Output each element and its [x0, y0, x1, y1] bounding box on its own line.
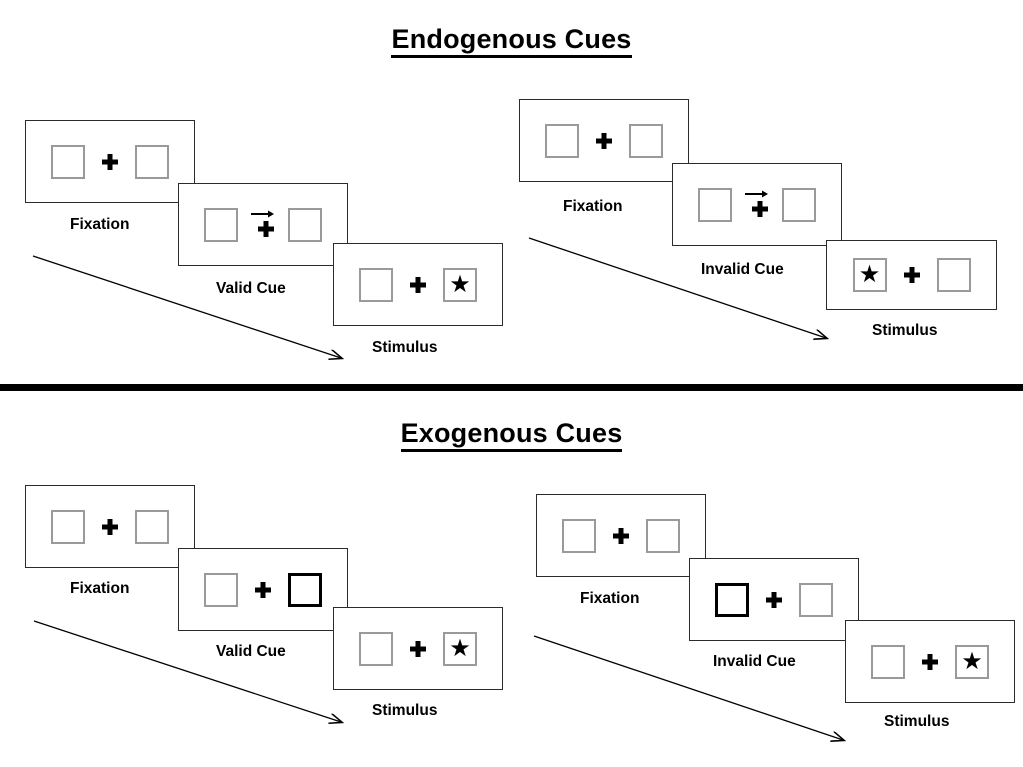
fixation-cross-icon: [97, 152, 123, 172]
stimulus-box-right: [936, 258, 971, 292]
panel-caption-exogenous-invalid-cue: Invalid Cue: [713, 653, 796, 670]
fixation-cross-icon: [405, 639, 431, 659]
fixation-cross-icon: [761, 590, 787, 610]
panel-endogenous-valid-cue: [178, 183, 348, 266]
fixation-cross-icon: [253, 219, 279, 239]
section-title-exogenous-text: Exogenous Cues: [400, 418, 623, 452]
panel-caption-endogenous-invalid-cue: Invalid Cue: [701, 261, 784, 278]
stimulus-box-right: [646, 518, 680, 553]
panel-exogenous-invalid-cue: [689, 558, 859, 641]
panel-exogenous-valid-stimulus: ★: [333, 607, 503, 690]
stimulus-box-right: ★: [443, 631, 477, 666]
timeline-arrow-exogenous-invalid: [533, 635, 843, 740]
panel-caption-exogenous-valid-stimulus: Stimulus: [372, 702, 438, 719]
panel-endogenous-valid-stimulus: ★: [333, 243, 503, 326]
stimulus-box-left-cued: [715, 582, 749, 617]
target-star-icon: ★: [449, 270, 471, 298]
panel-caption-exogenous-invalid-fixation: Fixation: [580, 590, 640, 607]
stimulus-box-left: [51, 144, 85, 179]
panel-endogenous-valid-fixation: [25, 120, 195, 203]
stimulus-box-left: [204, 572, 238, 607]
panel-exogenous-valid-cue: [178, 548, 348, 631]
panel-exogenous-valid-fixation: [25, 485, 195, 568]
target-star-icon: ★: [961, 647, 983, 675]
panel-caption-endogenous-invalid-fixation: Fixation: [563, 198, 623, 215]
panel-exogenous-invalid-stimulus: ★: [845, 620, 1015, 703]
stimulus-box-right: [288, 207, 322, 242]
stimulus-box-right: [799, 582, 833, 617]
panel-caption-exogenous-valid-fixation: Fixation: [70, 580, 130, 597]
fixation-cross-icon: [747, 199, 773, 219]
fixation-cross-icon: [250, 580, 276, 600]
target-star-icon: ★: [858, 261, 881, 288]
stimulus-box-left: [562, 518, 596, 553]
panel-endogenous-invalid-fixation: [519, 99, 689, 182]
fixation-cross-icon: [405, 275, 431, 295]
section-title-endogenous: Endogenous Cues: [0, 24, 1023, 58]
panel-caption-endogenous-valid-cue: Valid Cue: [216, 280, 286, 297]
stimulus-box-right: [629, 123, 663, 158]
stimulus-box-left: [359, 631, 393, 666]
panel-exogenous-invalid-fixation: [536, 494, 706, 577]
section-divider: [0, 384, 1023, 391]
section-title-exogenous: Exogenous Cues: [0, 418, 1023, 452]
timeline-arrow-exogenous-valid: [33, 620, 341, 722]
stimulus-box-right: ★: [955, 644, 989, 679]
stimulus-box-left: [545, 123, 579, 158]
stimulus-box-right: [135, 509, 169, 544]
stimulus-box-left: [204, 207, 238, 242]
stimulus-box-left: ★: [852, 258, 887, 292]
stimulus-box-left: [51, 509, 85, 544]
target-star-icon: ★: [449, 634, 471, 662]
stimulus-box-left: [871, 644, 905, 679]
panel-endogenous-invalid-cue: [672, 163, 842, 246]
stimulus-box-right-cued: [288, 572, 322, 607]
fixation-cross-icon: [97, 517, 123, 537]
panel-caption-endogenous-valid-stimulus: Stimulus: [372, 339, 438, 356]
fixation-cross-icon: [591, 131, 617, 151]
panel-caption-endogenous-valid-fixation: Fixation: [70, 216, 130, 233]
stimulus-box-right: [782, 187, 816, 222]
cue-right-arrow-icon: [744, 189, 770, 199]
timeline-arrow-endogenous-invalid: [528, 237, 826, 338]
section-title-endogenous-text: Endogenous Cues: [391, 24, 632, 58]
timeline-arrow-endogenous-valid: [32, 255, 341, 358]
fixation-cross-icon: [917, 652, 943, 672]
fixation-cross-icon: [899, 265, 925, 285]
stimulus-box-left: [359, 267, 393, 302]
stimulus-box-right: ★: [443, 267, 477, 302]
panel-caption-endogenous-invalid-stimulus: Stimulus: [872, 322, 938, 339]
panel-caption-exogenous-invalid-stimulus: Stimulus: [884, 713, 950, 730]
stimulus-box-left: [698, 187, 732, 222]
cue-right-arrow-icon: [250, 209, 276, 219]
panel-caption-exogenous-valid-cue: Valid Cue: [216, 643, 286, 660]
panel-endogenous-invalid-stimulus: ★: [826, 240, 997, 310]
stimulus-box-right: [135, 144, 169, 179]
fixation-cross-icon: [608, 526, 634, 546]
